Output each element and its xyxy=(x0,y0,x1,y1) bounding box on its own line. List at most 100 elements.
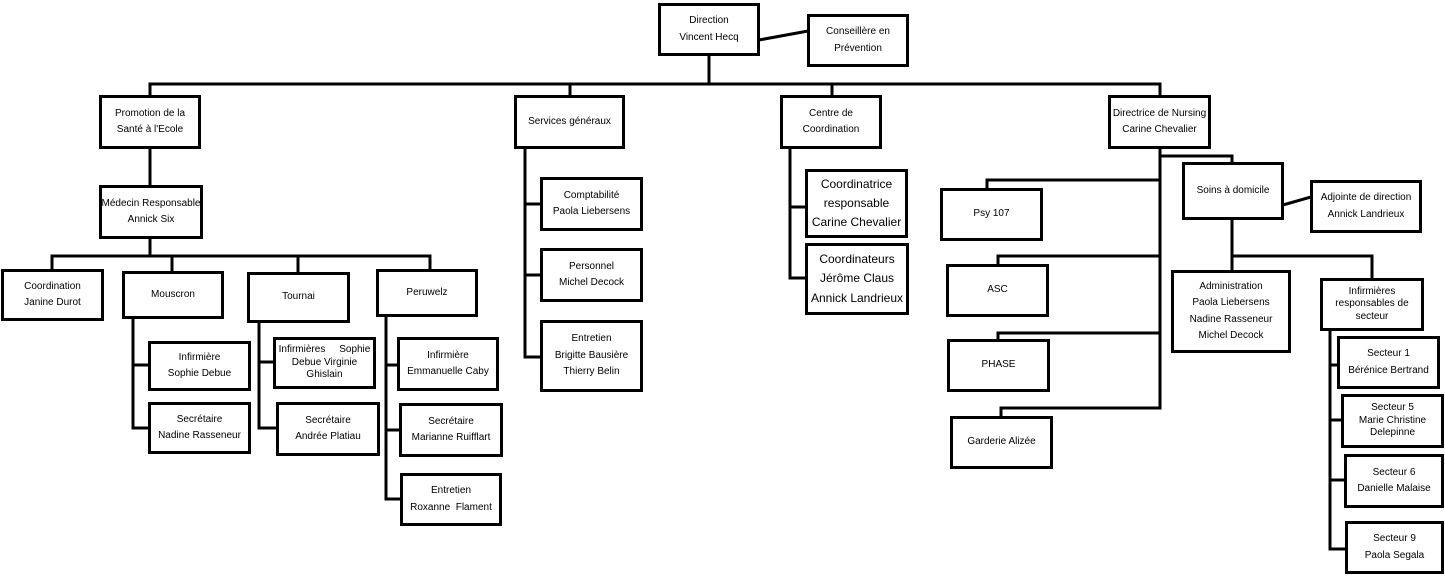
box-text-line: Annick Landrieux xyxy=(810,290,904,305)
box-text-line: Directrice de Nursing xyxy=(1112,107,1207,119)
box-text-line: Infirmières xyxy=(1348,285,1396,297)
box-text-line: Garderie Alizée xyxy=(967,436,1036,448)
box-text-line: Carine Chevalier xyxy=(811,215,902,230)
garderie-alizee-box: Garderie Alizée xyxy=(950,416,1053,469)
box-text-line: ASC xyxy=(987,284,1008,296)
box-text-line: Roxanne Flament xyxy=(410,501,492,513)
box-text-line: Administration xyxy=(1199,280,1263,292)
box-text-line: Secrétaire xyxy=(305,414,351,426)
box-text-line: Infirmière xyxy=(178,351,221,363)
box-text-line: Direction xyxy=(689,15,729,26)
box-text-line: Annick Landrieux xyxy=(1327,208,1405,220)
box-text-line: Coordination xyxy=(802,124,860,135)
promotion-sante-ecole-box: Promotion de la Santé à l'Ecole xyxy=(99,95,201,149)
box-text-line: Annick Six xyxy=(127,214,175,225)
box-text-line: responsables de xyxy=(1335,298,1409,310)
box-text-line: Secteur 9 xyxy=(1373,533,1416,544)
box-text-line: Médecin Responsable xyxy=(101,197,201,209)
box-text-line: Adjointe de direction xyxy=(1320,192,1412,203)
box-text-line: Marianne Ruifflart xyxy=(411,432,491,443)
box-text-line: PHASE xyxy=(981,359,1016,371)
conseillere-prevention-box: Conseillère en Prévention xyxy=(807,14,909,67)
box-text-line: Paola Segala xyxy=(1364,549,1425,561)
box-text-line: Paola Liebersens xyxy=(1192,297,1270,308)
box-text-line: Andrée Platiau xyxy=(295,431,361,442)
box-text-line: Promotion de la xyxy=(114,107,186,119)
box-text-line: Michel Decock xyxy=(1198,330,1264,341)
box-text-line: Sophie Debue xyxy=(167,368,232,379)
mouscron-box: Mouscron xyxy=(122,271,224,319)
box-text-line: Coordination xyxy=(24,280,81,292)
box-text-line: Psy 107 xyxy=(973,208,1010,220)
box-text-line: Jérôme Claus xyxy=(819,271,895,286)
soins-domicile-box: Soins à domicile xyxy=(1182,162,1284,220)
box-text-line: Peruwelz xyxy=(406,286,448,298)
box-text-line: Personnel xyxy=(568,260,615,272)
box-text-line: Coordinatrice xyxy=(820,176,893,191)
box-text-line: Coordinateurs xyxy=(819,252,895,267)
phase-box: PHASE xyxy=(947,339,1050,392)
asc-box: ASC xyxy=(946,264,1049,317)
box-text-line: secteur xyxy=(1355,310,1389,322)
box-text-line: Ghislain xyxy=(306,369,343,381)
box-text-line: Debue Virginie xyxy=(291,356,358,368)
box-text-line: Carine Chevalier xyxy=(1122,124,1197,135)
box-text-line: Thierry Belin xyxy=(563,366,620,378)
box-text-line: Infirmières Sophie xyxy=(278,344,371,356)
box-text-line: Tournai xyxy=(282,291,315,303)
box-text-line: Emmanuelle Caby xyxy=(407,366,489,377)
box-text-line: Bérénice Bertrand xyxy=(1348,364,1429,376)
secteur-9-box: Secteur 9 Paola Segala xyxy=(1345,521,1444,574)
box-text-line: Michel Decock xyxy=(558,277,625,288)
box-text-line: Comptabilité xyxy=(563,189,620,201)
box-text-line: Services généraux xyxy=(528,115,611,127)
psy107-box: Psy 107 xyxy=(940,188,1043,241)
peruwelz-box: Peruwelz xyxy=(376,269,478,317)
box-text-line: Nadine Rasseneur xyxy=(1189,313,1273,325)
box-text-line: Centre de xyxy=(809,107,853,119)
box-text-line: Infirmière xyxy=(427,349,469,361)
box-text-line: Secrétaire xyxy=(428,415,474,427)
box-text-line: Entretien xyxy=(430,485,472,496)
box-text-line: Prévention xyxy=(834,42,882,54)
tournai-box: Tournai xyxy=(247,272,350,323)
box-text-line: Delepinne xyxy=(1369,427,1416,439)
box-text-line: Secteur 6 xyxy=(1372,466,1416,478)
box-text-line: Entretien xyxy=(571,333,612,345)
box-text-line: Secrétaire xyxy=(176,413,223,425)
box-text-line: Conseillère en xyxy=(826,26,890,37)
box-text-line: Vincent Hecq xyxy=(679,31,739,43)
box-text-line: Paola Liebersens xyxy=(552,206,631,217)
box-text-line: Secteur 5 xyxy=(1371,402,1414,414)
box-text-line: responsable xyxy=(823,195,890,210)
box-text-line: Nadine Rasseneur xyxy=(158,430,241,441)
box-text-line: Santé à l'Ecole xyxy=(116,124,184,135)
services-generaux-box: Services généraux xyxy=(514,95,625,149)
box-text-line: Brigitte Bausière xyxy=(554,349,629,361)
box-text-line: Marie Christine xyxy=(1358,414,1427,426)
box-text-line: Mouscron xyxy=(151,288,195,300)
box-text-line: Janine Durot xyxy=(24,297,81,308)
